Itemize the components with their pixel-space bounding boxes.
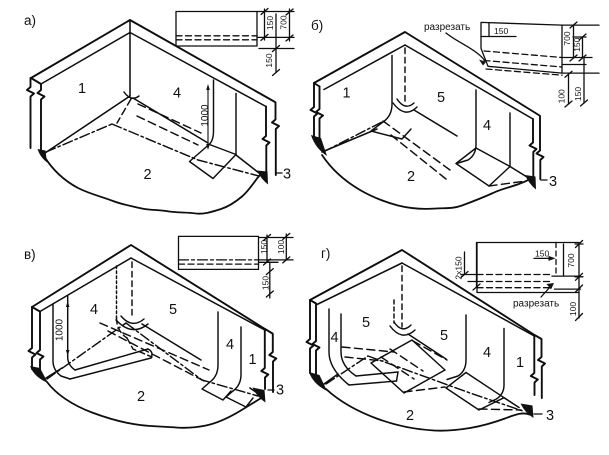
svg-text:150: 150 (260, 276, 270, 290)
svg-text:4: 4 (483, 345, 491, 361)
svg-text:2: 2 (137, 389, 145, 405)
svg-text:700: 700 (566, 253, 576, 267)
svg-text:г): г) (321, 246, 330, 261)
svg-text:150: 150 (572, 37, 582, 51)
svg-text:1: 1 (343, 86, 351, 102)
svg-text:2х150: 2х150 (453, 256, 463, 279)
svg-text:100: 100 (557, 89, 567, 103)
svg-text:в): в) (24, 247, 36, 262)
svg-text:4: 4 (90, 302, 98, 318)
svg-text:100: 100 (276, 240, 286, 254)
svg-text:150: 150 (573, 87, 583, 101)
svg-text:2: 2 (407, 169, 415, 185)
svg-text:150: 150 (265, 16, 275, 30)
svg-text:а): а) (24, 13, 36, 28)
svg-text:3: 3 (276, 383, 284, 399)
svg-text:1000: 1000 (200, 104, 211, 127)
svg-text:700: 700 (562, 31, 572, 45)
svg-text:3: 3 (549, 174, 557, 190)
svg-text:3: 3 (283, 167, 291, 183)
svg-text:4: 4 (331, 330, 339, 346)
svg-text:2: 2 (406, 408, 414, 424)
svg-text:5: 5 (437, 90, 445, 106)
svg-text:2: 2 (144, 167, 152, 183)
svg-text:150: 150 (264, 53, 274, 67)
svg-text:4: 4 (173, 86, 181, 102)
svg-text:4: 4 (483, 118, 491, 134)
svg-text:разрезать: разрезать (424, 22, 470, 33)
svg-text:разрезать: разрезать (513, 299, 559, 310)
svg-text:150: 150 (259, 240, 269, 254)
svg-text:5: 5 (362, 315, 370, 331)
svg-text:4: 4 (226, 337, 234, 353)
svg-text:1: 1 (78, 81, 86, 97)
svg-text:3: 3 (546, 408, 554, 424)
svg-text:1000: 1000 (55, 318, 66, 341)
svg-text:150: 150 (494, 26, 508, 36)
svg-text:б): б) (311, 18, 323, 33)
svg-text:150: 150 (535, 249, 549, 259)
svg-text:1: 1 (249, 352, 257, 368)
svg-text:1: 1 (516, 355, 524, 371)
svg-text:100: 100 (568, 302, 578, 316)
svg-text:5: 5 (440, 328, 448, 344)
svg-text:700: 700 (278, 15, 288, 29)
svg-text:5: 5 (169, 302, 177, 318)
